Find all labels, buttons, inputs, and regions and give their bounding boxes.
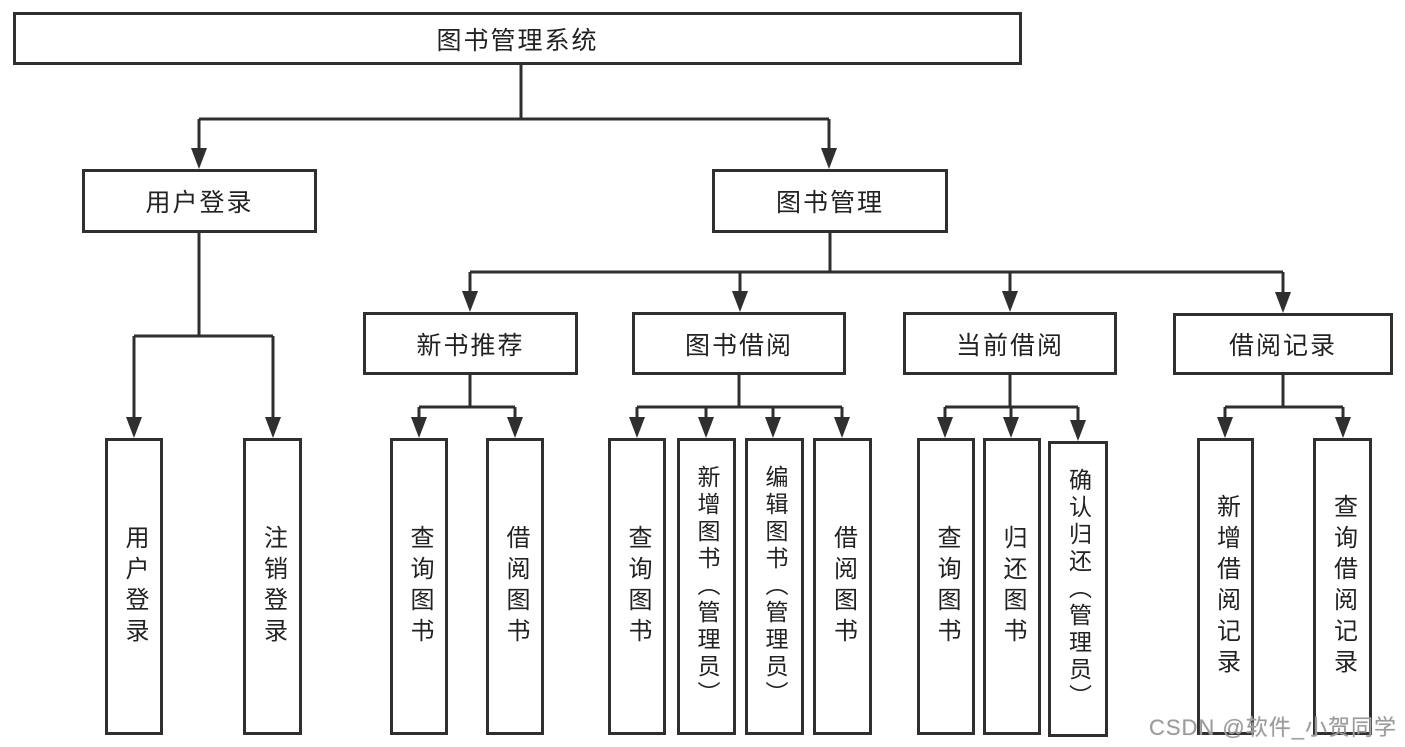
leaf-query-borrow-record-label: 查询借阅记录	[1329, 493, 1357, 680]
leaf-borrow-query-books-label: 查询图书	[624, 524, 651, 649]
node-book-management: 图书管理	[712, 169, 948, 233]
node-new-book-recommend-label: 新书推荐	[416, 331, 525, 360]
connector-user-login-to-leaves	[132, 232, 275, 421]
arrow-down-icon	[411, 417, 427, 438]
arrow-down-icon	[1217, 417, 1233, 438]
leaf-current-query-books: 查询图书	[917, 438, 975, 735]
connector-root-to-level2-arrows	[191, 148, 837, 169]
leaf-logout-label: 注销登录	[259, 524, 287, 649]
node-root: 图书管理系统	[13, 12, 1022, 65]
leaf-return-books: 归还图书	[983, 438, 1041, 735]
arrow-down-icon	[698, 417, 714, 438]
connector-current-borrow-to-leaves	[943, 374, 1080, 424]
arrow-down-icon	[507, 417, 523, 438]
arrow-down-icon	[191, 148, 207, 169]
arrow-down-icon	[265, 417, 281, 438]
leaf-add-borrow-record-label: 新增借阅记录	[1212, 493, 1240, 680]
arrow-down-icon	[1070, 420, 1086, 441]
connector-book-mgmt-arrows	[462, 291, 1291, 313]
leaf-return-books-label: 归还图书	[999, 524, 1026, 649]
arrow-down-icon	[937, 417, 953, 438]
connector-book-mgmt-to-level3	[468, 232, 1285, 296]
leaf-add-books-admin-label: 新增图书（管理员）	[694, 465, 720, 708]
connector-book-borrow-to-leaves	[635, 374, 844, 421]
leaf-confirm-return-admin-label: 确认归还（管理员）	[1065, 467, 1092, 711]
leaf-newrec-borrow-books-label: 借阅图书	[502, 524, 529, 649]
connector-new-book-arrows	[411, 417, 523, 438]
arrow-down-icon	[1002, 291, 1018, 312]
connector-borrow-record-to-leaves	[1223, 375, 1345, 421]
connector-user-login-arrows	[126, 417, 281, 438]
leaf-newrec-query-books: 查询图书	[390, 438, 448, 735]
arrow-down-icon	[1335, 417, 1351, 438]
leaf-borrow-books-label: 借阅图书	[829, 524, 857, 649]
node-book-borrow: 图书借阅	[632, 312, 846, 375]
arrow-down-icon	[1275, 292, 1291, 313]
node-book-management-label: 图书管理	[775, 189, 884, 217]
leaf-add-borrow-record: 新增借阅记录	[1197, 438, 1254, 735]
arrow-down-icon	[834, 417, 850, 438]
node-borrow-records: 借阅记录	[1173, 313, 1393, 375]
connector-book-borrow-arrows	[629, 417, 850, 438]
leaf-edit-books-admin-label: 编辑图书（管理员）	[762, 465, 788, 708]
leaf-newrec-query-books-label: 查询图书	[406, 524, 433, 649]
node-book-borrow-label: 图书借阅	[684, 331, 793, 360]
leaf-confirm-return-admin: 确认归还（管理员）	[1048, 441, 1108, 737]
leaf-add-books-admin: 新增图书（管理员）	[677, 438, 736, 735]
arrow-down-icon	[732, 291, 748, 312]
connector-root-to-level2	[197, 65, 831, 152]
leaf-logout: 注销登录	[243, 438, 302, 735]
leaf-borrow-query-books: 查询图书	[608, 438, 666, 735]
leaf-borrow-books: 借阅图书	[813, 438, 872, 735]
arrow-down-icon	[765, 417, 781, 438]
leaf-user-login-label: 用户登录	[121, 524, 148, 649]
arrow-down-icon	[462, 291, 478, 312]
leaf-query-borrow-record: 查询借阅记录	[1313, 438, 1372, 735]
node-user-login: 用户登录	[82, 169, 317, 233]
leaf-current-query-books-label: 查询图书	[933, 524, 960, 649]
node-borrow-records-label: 借阅记录	[1228, 332, 1337, 360]
node-current-borrow-label: 当前借阅	[955, 331, 1064, 360]
node-current-borrow: 当前借阅	[903, 312, 1117, 375]
node-user-login-label: 用户登录	[145, 189, 254, 217]
leaf-user-login: 用户登录	[105, 438, 163, 735]
leaf-newrec-borrow-books: 借阅图书	[486, 438, 544, 735]
arrow-down-icon	[1003, 417, 1019, 438]
watermark-text: CSDN @软件_小贺同学	[1148, 715, 1397, 740]
connector-new-book-to-leaves	[417, 374, 517, 421]
arrow-down-icon	[821, 148, 837, 169]
leaf-edit-books-admin: 编辑图书（管理员）	[745, 438, 804, 735]
node-new-book-recommend: 新书推荐	[363, 312, 578, 375]
arrow-down-icon	[126, 417, 142, 438]
arrow-down-icon	[629, 417, 645, 438]
node-root-label: 图书管理系统	[436, 26, 599, 55]
connector-borrow-record-arrows	[1217, 417, 1351, 438]
